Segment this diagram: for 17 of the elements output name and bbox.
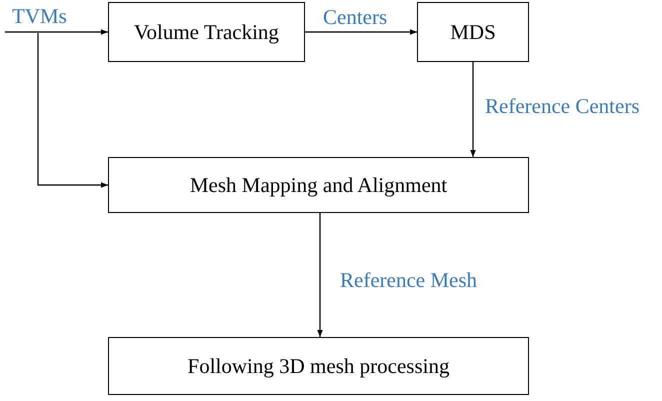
- edge-label: Reference Centers: [485, 96, 640, 117]
- process-box: [417, 2, 529, 62]
- edge-label: Reference Mesh: [340, 270, 478, 291]
- arrow: [37, 33, 108, 188]
- process-box: [108, 157, 529, 213]
- box-label: Volume Tracking: [134, 20, 279, 44]
- box-label: Following 3D mesh processing: [188, 354, 450, 378]
- box-label: Mesh Mapping and Alignment: [190, 172, 448, 198]
- arrow: [317, 213, 323, 337]
- process-box: [108, 337, 529, 395]
- arrow: [470, 62, 476, 157]
- box-label: MDS: [450, 20, 496, 44]
- arrow: [5, 29, 108, 35]
- arrow: [305, 29, 417, 35]
- edge-label: Centers: [323, 7, 388, 28]
- edge-label: TVMs: [12, 6, 67, 27]
- process-box: [108, 2, 305, 62]
